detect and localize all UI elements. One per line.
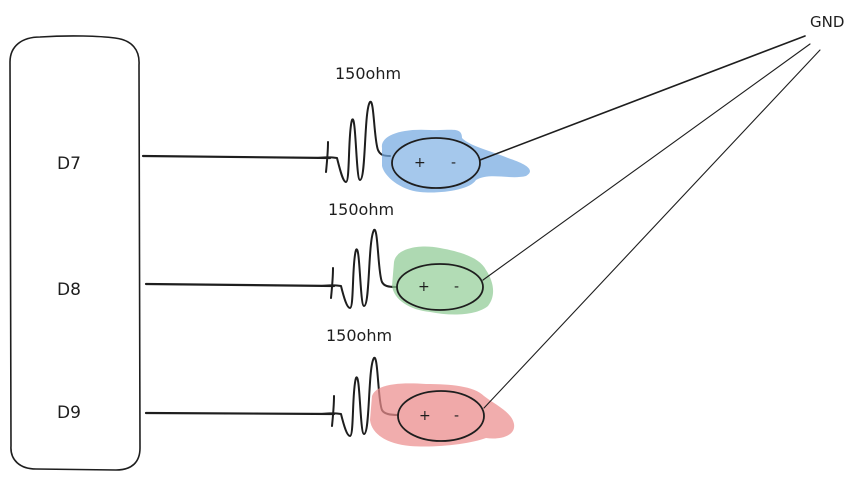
wire-d9-to-resistor	[144, 411, 336, 416]
circuit-row-d9: 150ohm + -	[144, 49, 821, 447]
resistor-label: 150ohm	[326, 326, 392, 345]
led-body	[397, 390, 485, 442]
led-minus-terminal: -	[451, 155, 456, 171]
led-minus-terminal: -	[454, 408, 459, 424]
pin-label-d8: D8	[57, 280, 81, 300]
resistor-label: 150ohm	[328, 200, 394, 219]
led-body	[391, 137, 481, 189]
led-minus-terminal: -	[454, 279, 459, 295]
led-plus-terminal: +	[414, 155, 426, 171]
wire-led-to-gnd	[479, 35, 806, 161]
board-outline	[9, 35, 141, 471]
wire-d8-to-resistor	[144, 282, 336, 288]
pin-label-d7: D7	[57, 154, 81, 174]
pin-label-d9: D9	[57, 403, 81, 423]
resistor-label: 150ohm	[335, 64, 401, 83]
led-plus-terminal: +	[418, 279, 430, 295]
resistor-symbol	[321, 228, 397, 309]
led-plus-terminal: +	[419, 408, 431, 424]
wire-d7-to-resistor	[141, 154, 332, 160]
wire-led-to-gnd	[482, 43, 811, 281]
circuit-row-d8: 150ohm + -	[144, 43, 811, 315]
microcontroller-board: D7 D8 D9	[9, 35, 141, 471]
wire-led-to-gnd	[483, 49, 821, 409]
resistor-symbol	[317, 100, 391, 183]
ground-label: GND	[810, 13, 844, 31]
circuit-row-d7: 150ohm + -	[141, 35, 806, 193]
led-body	[396, 263, 484, 311]
